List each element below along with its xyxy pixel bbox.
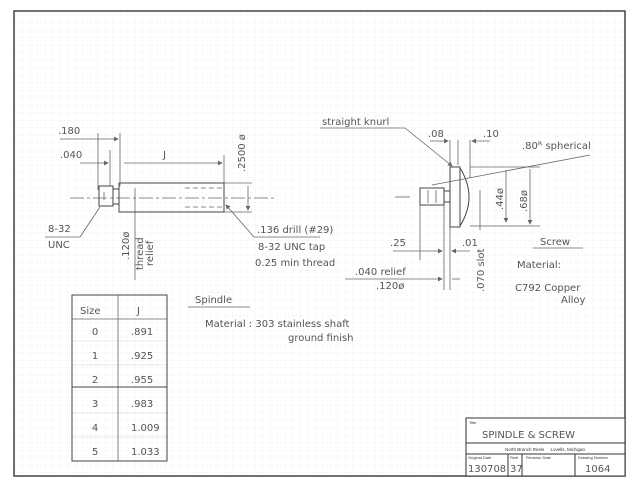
reel-label: Reel [510, 455, 518, 460]
table-cell-size: 0 [92, 327, 98, 338]
sheet-border [13, 10, 626, 477]
title-label: Title [469, 420, 477, 425]
dim-25: .25 [390, 238, 406, 249]
dim-j: J [162, 150, 166, 161]
drawing-number: 1064 [585, 464, 610, 475]
relief-label: .040 relief [355, 267, 406, 278]
dim-10: .10 [483, 129, 499, 140]
dia-120: .120ø [376, 281, 404, 292]
original-date-label: Original Date [468, 455, 492, 460]
spindle-drawing [45, 133, 320, 280]
screw-title: Screw [540, 237, 570, 248]
screw-material: C792 Copper [515, 283, 581, 294]
title-block [465, 417, 626, 477]
dim-68-dia: .68ø [519, 190, 530, 212]
table-cell-j: 1.009 [131, 423, 160, 434]
table-cell-j: .955 [131, 375, 153, 386]
dim-2500-dia: .2500 ø [237, 134, 248, 172]
spindle-title: Spindle [195, 295, 232, 306]
screw-drawing [320, 127, 591, 290]
table-cell-j: .891 [131, 327, 153, 338]
knurl-label: straight knurl [322, 117, 389, 128]
table-cell-size: 2 [92, 375, 98, 386]
slot-label: .070 slot [476, 248, 487, 292]
table-cell-j: .983 [131, 399, 153, 410]
thread-label: 8-32 [48, 224, 71, 235]
table-cell-size: 3 [92, 399, 98, 410]
revision-date-label: Revision Date [526, 455, 552, 460]
table-header-j: J [136, 306, 140, 317]
tap-note: 8-32 UNC tap [258, 242, 325, 253]
relief-dia: .120ø [121, 232, 132, 260]
screw-material-label: Material: [517, 260, 561, 271]
drawing-title: SPINDLE & SCREW [482, 430, 575, 441]
spherical-label: .80ᴿ spherical [522, 141, 591, 152]
screw-material-2: Alloy [561, 295, 586, 306]
knurl-head [449, 166, 461, 228]
dim-040: .040 [60, 150, 82, 161]
table-header-size: Size [80, 306, 101, 317]
table-cell-size: 5 [92, 447, 98, 458]
table-cell-size: 1 [92, 351, 98, 362]
spindle-body [118, 182, 225, 213]
size-table: Size J 0 .891 1 .925 2 .955 3 .983 4 1.009 5 1.033 [71, 294, 168, 462]
thread-label-unc: UNC [48, 240, 70, 251]
table-cell-j: .925 [131, 351, 153, 362]
dim-44-dia: .44ø [495, 188, 506, 210]
relief-label: thread [135, 237, 146, 270]
company-name: North Branch Reels Lovells, Michigan [505, 447, 586, 452]
drawing-number-label: Drawing Number [578, 455, 609, 460]
dim-01: .01 [462, 238, 478, 249]
table-cell-j: 1.033 [131, 447, 160, 458]
thread-depth-note: 0.25 min thread [255, 258, 335, 269]
table-cell-size: 4 [92, 423, 98, 434]
reel-number: 37 [510, 464, 523, 475]
relief-label-2: relief [145, 240, 156, 266]
dim-08: .08 [428, 129, 444, 140]
spindle-material: Material : 303 stainless shaft [205, 319, 350, 330]
spindle-finish: ground finish [288, 333, 354, 344]
original-date: 130708 [468, 464, 506, 475]
drill-note: .136 drill (#29) [257, 225, 333, 236]
dim-180: .180 [58, 126, 80, 137]
spherical-dome [459, 167, 470, 227]
